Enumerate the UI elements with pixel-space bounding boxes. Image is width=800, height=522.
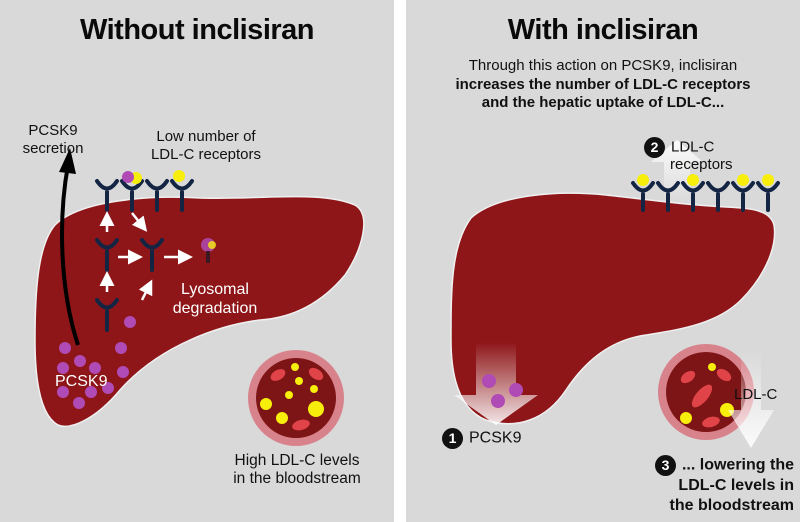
- step-2: 2 LDL-C: [644, 137, 714, 158]
- pcsk9-cluster: [57, 316, 136, 409]
- red-blood-cell: [680, 370, 696, 384]
- liver-shape: [34, 195, 365, 427]
- lysosomal-label-line: Lyosomal: [181, 281, 249, 298]
- pcsk9-down-arrow: [454, 342, 538, 425]
- red-blood-cell: [292, 419, 310, 431]
- red-blood-cell: [716, 368, 732, 382]
- secretion-label-line: PCSK9: [28, 122, 78, 139]
- receptor: [656, 181, 680, 212]
- receptor: [120, 179, 144, 212]
- step-1: 1 PCSK9: [442, 428, 521, 449]
- step-2-badge: 2: [644, 137, 665, 158]
- pcsk9-particle: [122, 171, 134, 183]
- step-2-label-line: LDL-C: [671, 138, 715, 156]
- receptor: [631, 181, 655, 212]
- lysosomal-label: Lyosomal degradation: [165, 280, 265, 318]
- intro-plain: Through this action on PCSK9, inclisiran: [468, 57, 738, 74]
- left-illustration: [34, 148, 365, 446]
- receptors-label-line: Low number of: [156, 128, 256, 145]
- ldl-down-arrow: [728, 350, 774, 448]
- step-2-label-line: receptors: [670, 156, 733, 173]
- secretion-label: PCSK9 secretion: [18, 122, 88, 158]
- receptor: [95, 179, 119, 212]
- blood-label: High LDL-C levels in the bloodstream: [222, 452, 372, 488]
- red-blood-cell: [691, 384, 713, 408]
- intro-bold-line: increases the number of LDL-C receptors: [455, 75, 751, 93]
- panel-with-inclisiran: With inclisiran Through this action on P…: [406, 0, 800, 522]
- right-illustration: [450, 140, 780, 448]
- receptors-label-line: LDL-C receptors: [150, 146, 262, 163]
- red-blood-cell: [702, 416, 720, 428]
- flow-arrow: [138, 279, 153, 301]
- receptor: [145, 179, 169, 212]
- bound-ldl-particles: [637, 174, 774, 186]
- receptor: [681, 181, 705, 212]
- left-title: Without inclisiran: [79, 14, 315, 46]
- blood-label-line: in the bloodstream: [233, 470, 361, 487]
- intro-text: Through this action on PCSK9, inclisiran…: [406, 57, 800, 113]
- intro-bold-line: and the hepatic uptake of LDL-C...: [481, 94, 725, 111]
- ldl-label: LDL-C: [734, 386, 778, 403]
- blood-label-line: High LDL-C levels: [234, 452, 360, 469]
- liver-shape: [450, 192, 776, 425]
- step-3-label-line: LDL-C levels in: [678, 477, 794, 494]
- receptor: [731, 181, 755, 212]
- red-blood-cell: [308, 367, 324, 381]
- flow-arrow: [131, 212, 148, 232]
- pcsk9-reduced: [482, 374, 523, 408]
- ldl-particle: [173, 170, 185, 182]
- red-blood-cell: [270, 369, 286, 381]
- step-1-badge: 1: [442, 428, 463, 449]
- secretion-arrowhead: [59, 148, 76, 174]
- pcsk9-label: PCSK9: [55, 373, 108, 390]
- lysosomal-label-line: degradation: [172, 300, 258, 317]
- receptor-internal: [95, 238, 119, 272]
- step-3-badge: 3: [654, 455, 676, 476]
- receptor-internal: [140, 238, 164, 272]
- panel-without-inclisiran: Without inclisiran PCSK9 secretion Low n…: [0, 0, 394, 522]
- receptor: [170, 179, 194, 212]
- secretion-label-line: secretion: [22, 140, 84, 157]
- ldl-particles-blood: [260, 363, 324, 424]
- step-3: 3 ... lowering the LDL-C levels in the bl…: [618, 455, 794, 515]
- receptors-label: Low number of LDL-C receptors: [136, 128, 276, 164]
- receptor: [706, 181, 730, 212]
- right-title: With inclisiran: [507, 14, 699, 46]
- receptor: [756, 181, 780, 212]
- secretion-arrow: [60, 164, 80, 346]
- receptor-internal: [95, 298, 119, 332]
- ldl-particles-blood: [680, 363, 734, 424]
- step-1-label: PCSK9: [469, 429, 522, 447]
- step-3-label-line: ... lowering the: [681, 456, 794, 474]
- step-3-label-line: the bloodstream: [669, 496, 794, 514]
